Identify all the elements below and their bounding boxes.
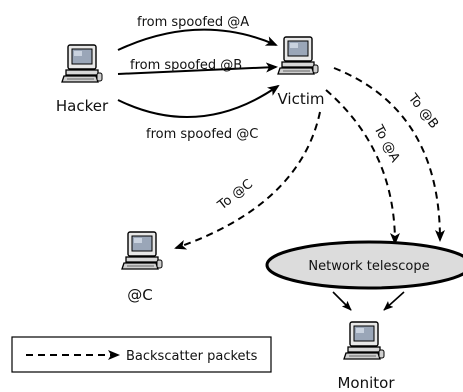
network-telescope-ellipse <box>265 240 463 290</box>
legend: Backscatter packets <box>11 336 272 373</box>
edge-telescope-monitor-right <box>383 291 405 311</box>
edge-label-to-c: To @C <box>214 177 255 214</box>
edge-label-to-a: To @A <box>370 122 402 165</box>
c-computer-icon <box>121 231 163 270</box>
hacker-computer-icon <box>61 44 103 83</box>
edge-to-b <box>333 67 445 242</box>
edge-telescope-monitor-left <box>332 291 352 311</box>
edge-to-a <box>325 89 400 245</box>
edge-spoofed-c <box>117 84 280 119</box>
monitor-computer-icon <box>343 321 385 360</box>
hacker-label: Hacker <box>56 97 109 115</box>
c-label: @C <box>127 286 152 304</box>
victim-computer-icon <box>277 36 319 75</box>
edge-label-spoofed-c: from spoofed @C <box>146 127 258 142</box>
edge-label-spoofed-b: from spoofed @B <box>130 58 242 73</box>
legend-label: Backscatter packets <box>126 349 258 364</box>
edge-spoofed-b <box>117 62 278 75</box>
victim-label: Victim <box>277 90 324 108</box>
edge-label-spoofed-a: from spoofed @A <box>137 15 249 30</box>
edge-spoofed-a <box>117 28 278 51</box>
monitor-label: Monitor <box>337 374 395 392</box>
network-telescope-label: Network telescope <box>308 259 429 274</box>
